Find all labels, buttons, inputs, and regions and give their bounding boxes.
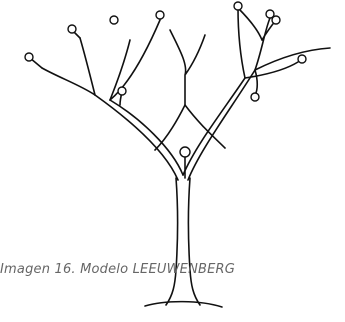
bud-circle (234, 2, 242, 10)
bud-circle (272, 16, 280, 24)
bud-circle (251, 93, 259, 101)
bud-circle (118, 87, 126, 95)
root-line (145, 302, 222, 307)
branch-right-3 (255, 48, 330, 70)
branch-right-6 (255, 70, 257, 95)
branch-right-4 (245, 62, 298, 78)
branch-main-right-inner (183, 78, 245, 175)
trunk-left-edge (166, 178, 178, 305)
trunk-right-edge (189, 178, 201, 305)
branch-main-right (188, 70, 255, 180)
branch-right-5 (238, 8, 262, 40)
branch-right-2 (238, 8, 245, 78)
bud-circle (298, 55, 306, 63)
bud-circle (110, 16, 118, 24)
branch-left-4 (110, 20, 160, 100)
branch-right-1 (255, 18, 270, 70)
branch-left-1 (42, 68, 95, 95)
bud-circle (180, 147, 190, 157)
figure-caption: Imagen 16. Modelo LEEUWENBERG (0, 262, 235, 277)
bud-circle (25, 53, 33, 61)
branch-left-2 (80, 38, 95, 95)
branch-center-lower-fork (155, 105, 225, 150)
bud-circle (68, 25, 76, 33)
bud-circle (156, 11, 164, 19)
branch-center-fork (170, 30, 205, 105)
